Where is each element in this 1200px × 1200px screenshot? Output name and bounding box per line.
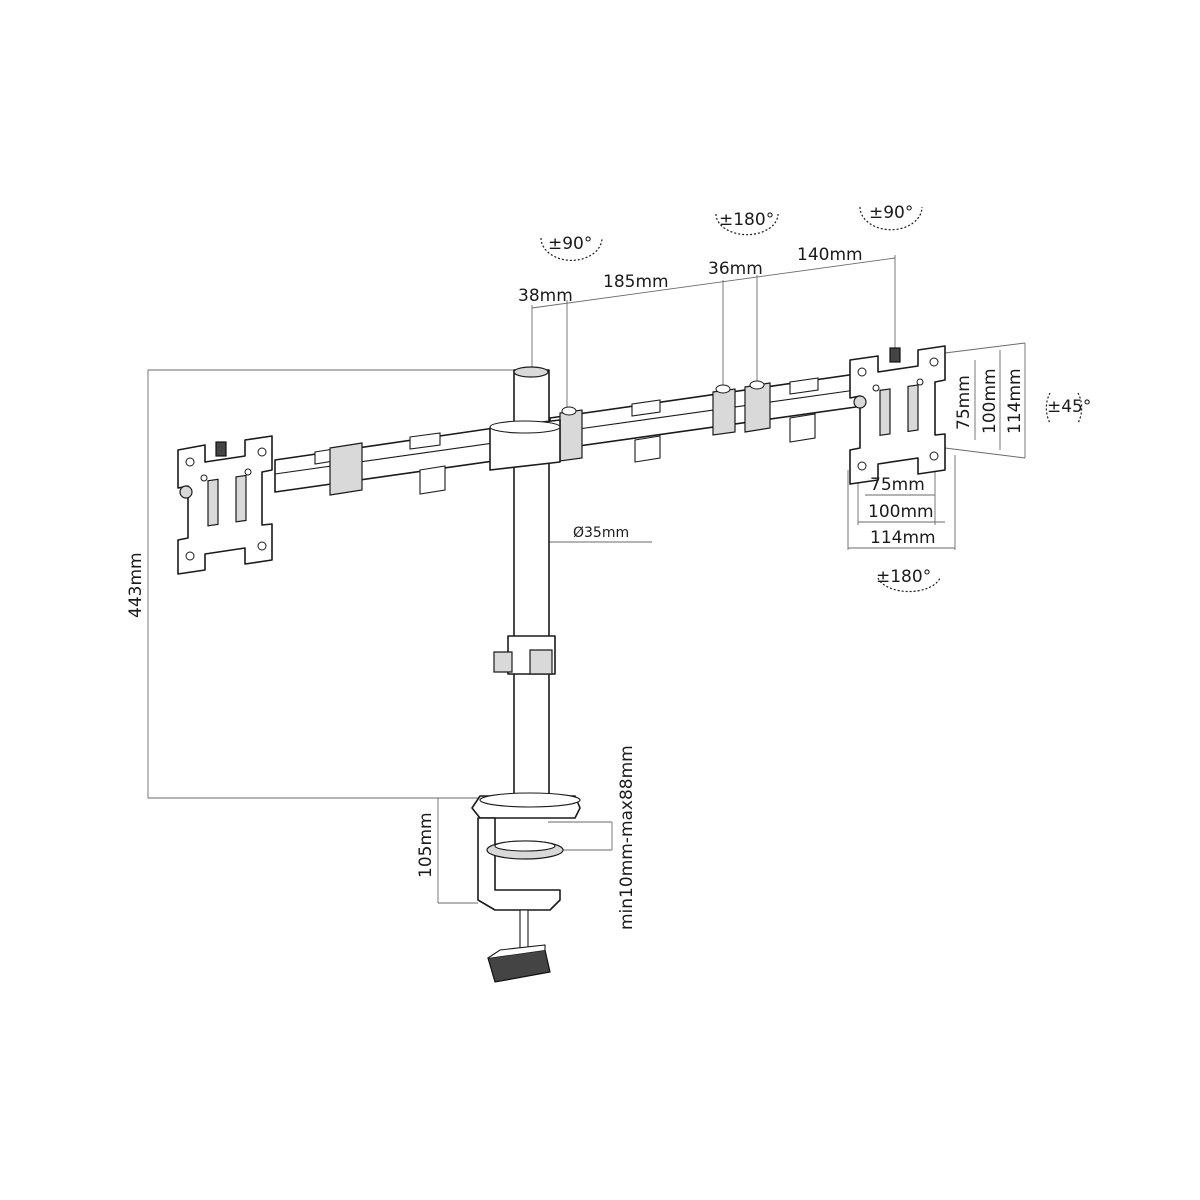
- segment-label-36mm: 36mm: [708, 259, 763, 279]
- dimension-lines: [147, 255, 1026, 904]
- left-vesa-plate: [177, 435, 273, 575]
- vesa-vertical-100mm: 100mm: [980, 368, 1000, 434]
- right-vesa-plate: [849, 345, 946, 485]
- pole-diameter-label: Ø35mm: [573, 525, 629, 541]
- segment-label-140mm: 140mm: [797, 245, 863, 265]
- segment-label-38mm: 38mm: [518, 286, 573, 306]
- desk-clamp: [471, 792, 581, 983]
- desk-thickness-label: min10mm-max88mm: [617, 745, 637, 930]
- rotation-label-right-head: ±90°: [869, 203, 913, 223]
- segment-label-185mm: 185mm: [603, 272, 669, 292]
- vesa-vertical-114mm: 114mm: [1005, 368, 1025, 434]
- rotation-arcs: [540, 206, 1083, 593]
- rotation-label-bottom: ±180°: [876, 567, 931, 587]
- clamp-height-label-105mm: 105mm: [416, 812, 436, 878]
- vesa-horizontal-75mm: 75mm: [870, 475, 925, 495]
- dimension-labels: ±90° ±180° ±90° ±45° ±180° 38mm 185mm 36…: [126, 203, 1091, 930]
- rotation-label-left-arm: ±90°: [548, 234, 592, 254]
- mount-arms: [274, 371, 871, 496]
- rotation-label-center: ±180°: [719, 210, 774, 230]
- vesa-horizontal-114mm: 114mm: [870, 528, 936, 548]
- tilt-label-right: ±45°: [1047, 397, 1091, 417]
- vesa-horizontal-100mm: 100mm: [868, 502, 934, 522]
- pole: [489, 366, 561, 799]
- vesa-vertical-75mm: 75mm: [954, 375, 974, 430]
- height-label-443mm: 443mm: [126, 552, 146, 618]
